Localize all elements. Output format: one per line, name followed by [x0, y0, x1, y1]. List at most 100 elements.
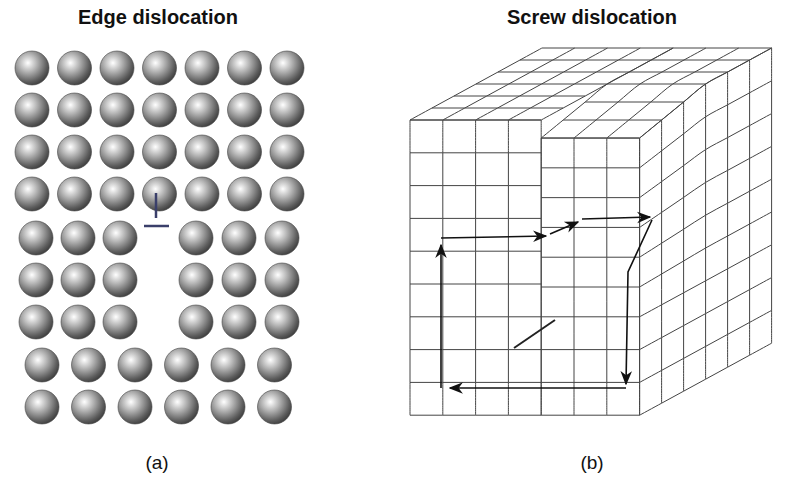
lattice-line — [443, 382, 476, 383]
lattice-line — [443, 48, 575, 120]
lattice-line — [574, 415, 607, 416]
atom — [15, 93, 49, 127]
lattice-line — [508, 120, 541, 121]
lattice-line — [607, 349, 640, 350]
lattice-line — [476, 218, 509, 219]
lattice-line — [607, 415, 640, 416]
atom — [103, 221, 137, 255]
lattice-line — [640, 343, 772, 415]
lattice-line — [530, 108, 563, 109]
atom — [265, 305, 299, 339]
lattice-line — [640, 278, 772, 350]
lattice-line — [574, 48, 706, 138]
atom — [25, 348, 59, 382]
lattice-line — [607, 84, 640, 85]
lattice-line — [410, 120, 443, 121]
lattice-line — [410, 120, 443, 121]
lattice-line — [443, 415, 476, 416]
lattice-line — [475, 120, 476, 415]
lattice-line — [749, 60, 750, 355]
atom — [185, 93, 219, 127]
lattice-line — [541, 167, 574, 168]
atom — [15, 51, 49, 85]
atom — [103, 263, 137, 297]
lattice-line — [618, 102, 651, 103]
atom — [211, 348, 245, 382]
lattice-line — [476, 284, 509, 285]
lattice-line — [606, 138, 607, 415]
lattice-line — [564, 72, 597, 73]
lattice-line — [508, 152, 541, 153]
atom — [185, 135, 219, 169]
lattice-line — [443, 120, 476, 121]
lattice-line — [498, 108, 531, 109]
lattice-line — [574, 197, 607, 198]
lattice-line — [476, 48, 608, 120]
lattice-line — [683, 102, 684, 391]
atom — [100, 93, 134, 127]
lattice-line — [410, 316, 443, 317]
lattice-line — [508, 251, 541, 252]
lattice-line — [640, 84, 673, 85]
atom — [19, 263, 53, 297]
lattice-line — [684, 60, 717, 61]
lattice-line — [476, 185, 509, 186]
lattice-line — [508, 349, 541, 350]
lattice-line — [509, 84, 542, 85]
atom — [185, 51, 219, 85]
lattice-line — [639, 138, 640, 415]
lattice-line — [476, 251, 509, 252]
lattice-line — [771, 48, 772, 343]
lattice-line — [443, 185, 476, 186]
dislocation-line — [514, 320, 555, 348]
lattice-line — [508, 120, 509, 415]
lattice-line — [498, 72, 531, 73]
lattice-line — [739, 48, 772, 49]
lattice-line — [574, 349, 607, 350]
lattice-line — [508, 382, 541, 383]
atom — [72, 348, 106, 382]
atom — [19, 305, 53, 339]
lattice-line — [640, 179, 772, 257]
lattice-line — [575, 48, 608, 49]
lattice-line — [607, 287, 640, 288]
atom — [15, 177, 49, 211]
lattice-line — [607, 227, 640, 228]
lattice-line — [531, 72, 564, 73]
panel-tag: (b) — [580, 452, 603, 474]
lattice-line — [410, 349, 443, 350]
atom — [228, 93, 262, 127]
lattice-line — [596, 72, 629, 73]
atom — [25, 390, 59, 424]
lattice-line — [607, 167, 640, 168]
lattice-line — [541, 197, 574, 198]
atom — [58, 135, 92, 169]
atom — [185, 177, 219, 211]
atom — [100, 177, 134, 211]
atom — [100, 51, 134, 85]
atom — [143, 93, 177, 127]
atom — [228, 135, 262, 169]
lattice-line — [585, 102, 618, 103]
lattice-line — [410, 120, 411, 415]
lattice-line — [541, 138, 574, 139]
lattice-line — [651, 60, 684, 61]
lattice-line — [542, 48, 575, 49]
lattice-line — [410, 382, 443, 383]
atom — [222, 263, 256, 297]
lattice-line — [508, 316, 541, 317]
lattice-line — [410, 48, 542, 120]
lattice-line — [508, 185, 541, 186]
atom — [58, 93, 92, 127]
atom — [103, 305, 137, 339]
lattice-line — [476, 382, 509, 383]
lattice-line — [608, 48, 641, 49]
atom — [165, 390, 199, 424]
atom — [165, 348, 199, 382]
lattice-line — [563, 120, 596, 121]
lattice-line — [607, 316, 640, 317]
atom — [258, 390, 292, 424]
atom — [265, 221, 299, 255]
atom — [118, 348, 152, 382]
